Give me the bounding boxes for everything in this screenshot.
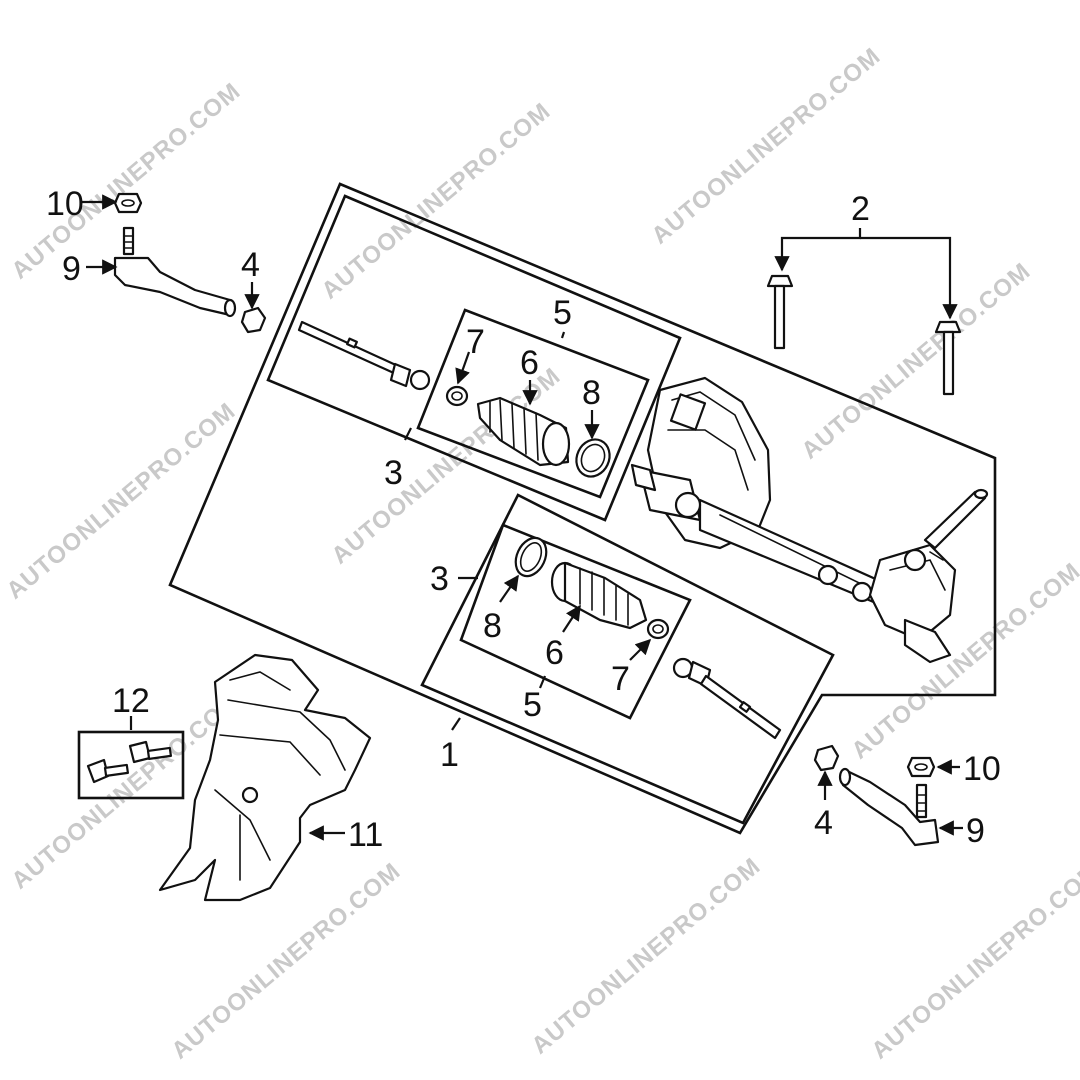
bolt-kit-box	[77, 730, 185, 800]
watermark-text: AUTOONLINEPRO.COM	[167, 858, 406, 1065]
callout-11: 11	[348, 816, 383, 854]
callout-labels: 10 9 4 2 3 5 7 6 8 3 8 6 7 5 1 12 11 10 …	[46, 185, 1001, 854]
inner-tie-rod-upper	[297, 320, 431, 391]
callout-7-lower: 7	[611, 660, 630, 698]
boot-clamp-small-upper	[445, 385, 469, 407]
inner-tie-rod-kit-box-lower	[420, 493, 835, 825]
callout-5-lower: 5	[523, 686, 542, 724]
watermark-text: AUTOONLINEPRO.COM	[317, 98, 556, 305]
bellows-boot-upper	[476, 396, 571, 467]
bolt-kit-bolts	[86, 740, 172, 784]
boot-clamp-large-lower	[514, 536, 548, 578]
inner-tie-rod-kit-box-upper	[266, 194, 682, 522]
mounting-bolt-left	[766, 274, 794, 350]
callout-2: 2	[851, 190, 870, 228]
bellows-boot-lower	[550, 561, 648, 630]
steering-rack-gear	[630, 376, 989, 664]
boot-kit-box-lower	[459, 523, 692, 720]
callout-8-upper: 8	[582, 374, 601, 412]
callout-5-upper: 5	[553, 294, 572, 332]
heat-shield	[158, 653, 372, 902]
callout-1: 1	[440, 736, 459, 774]
callout-12: 12	[112, 682, 150, 720]
callout-9-left: 9	[62, 250, 81, 288]
assembly-frame	[168, 182, 997, 835]
boot-clamp-small-lower	[646, 618, 670, 640]
callout-8-lower: 8	[483, 607, 502, 645]
callout-10-right: 10	[963, 750, 1001, 788]
callout-6-lower: 6	[545, 634, 564, 672]
outer-tie-rod-end-right	[838, 767, 940, 847]
boot-kit-box-upper	[416, 308, 650, 499]
jam-nut-right	[813, 744, 840, 772]
watermark-text: AUTOONLINEPRO.COM	[867, 858, 1080, 1065]
callout-3-lower: 3	[430, 560, 449, 598]
jam-nut-left	[240, 306, 267, 334]
callout-6-upper: 6	[520, 344, 539, 382]
callout-4-left: 4	[241, 246, 260, 284]
leader-lines	[81, 194, 963, 841]
lock-nut-left	[113, 192, 143, 214]
watermark-text: AUTOONLINEPRO.COM	[527, 853, 766, 1060]
mounting-bolt-right	[934, 320, 962, 396]
boot-clamp-large-upper	[575, 438, 611, 478]
callout-3-upper: 3	[384, 454, 403, 492]
callout-7-upper: 7	[466, 323, 485, 361]
callout-10-left: 10	[46, 185, 84, 223]
inner-tie-rod-lower	[672, 657, 782, 740]
callout-9-right: 9	[966, 812, 985, 850]
outer-tie-rod-end-left	[113, 226, 237, 318]
callout-4-right: 4	[814, 804, 833, 842]
watermark-text: AUTOONLINEPRO.COM	[797, 258, 1036, 465]
lock-nut-right	[906, 756, 936, 778]
